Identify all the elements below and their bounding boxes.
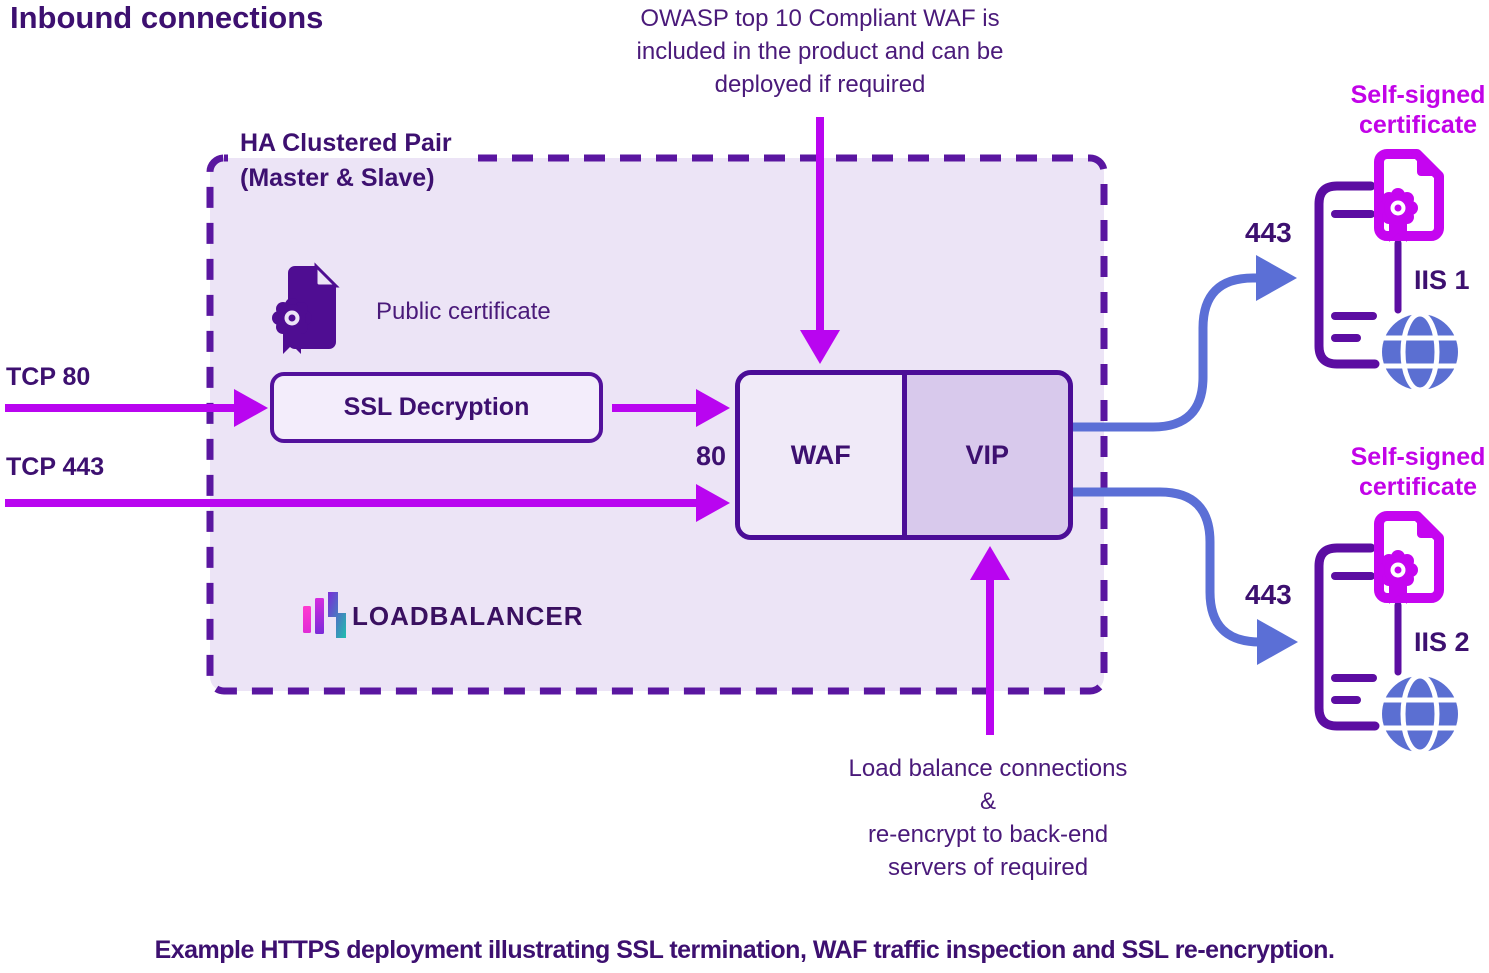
to-iis2-arrow: [1072, 487, 1298, 665]
to-iis1-arrow: [1072, 255, 1297, 432]
ssl-decryption-box: SSL Decryption: [270, 372, 603, 443]
vip-section: VIP: [901, 375, 1068, 535]
port80-label: 80: [695, 441, 726, 471]
public-certificate-icon: [272, 262, 340, 354]
waf-vip-box: WAF VIP: [735, 370, 1073, 540]
tcp443-arrow: [5, 484, 730, 522]
vip-up-arrow: [970, 546, 1010, 735]
self-signed-label-iis1: Self-signed certificate: [1350, 81, 1486, 139]
page-title: Inbound connections: [10, 0, 324, 35]
tcp443-label: TCP 443: [6, 453, 105, 481]
owasp-note: OWASP top 10 Compliant WAF is included i…: [636, 5, 1004, 98]
waf-label: WAF: [790, 439, 851, 470]
iis2-label: IIS 2: [1414, 627, 1470, 657]
tcp80-label: TCP 80: [6, 363, 91, 391]
ssl-to-waf-arrow: [612, 389, 730, 427]
ha-cluster-box: [206, 150, 1108, 695]
port443-label-iis1: 443: [1245, 217, 1292, 248]
iis1-label: IIS 1: [1414, 265, 1470, 295]
ha-cluster-label: HA Clustered Pair (Master & Slave): [240, 129, 452, 192]
loadbalancer-wordmark: LOADBALANCER: [352, 601, 584, 631]
loadbalancer-logo-icon: [303, 592, 346, 638]
ssl-decryption-label: SSL Decryption: [343, 393, 530, 421]
vip-label: VIP: [965, 439, 1010, 470]
port443-label-iis2: 443: [1245, 579, 1292, 610]
owasp-down-arrow: [800, 117, 840, 364]
waf-section: WAF: [740, 375, 902, 535]
load-balance-note: Load balance connections & re-encrypt to…: [848, 755, 1128, 881]
bottom-caption: Example HTTPS deployment illustrating SS…: [154, 936, 1335, 964]
public-certificate-label: Public certificate: [376, 298, 551, 325]
self-signed-label-iis2: Self-signed certificate: [1350, 443, 1486, 501]
tcp80-arrow: [5, 389, 268, 427]
